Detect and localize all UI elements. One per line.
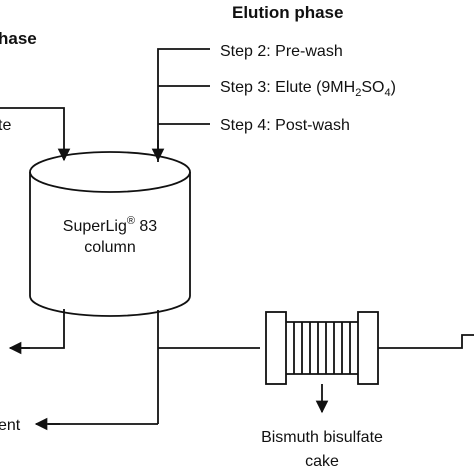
cake-label-line1: Bismuth bisulfate [261, 429, 383, 446]
cake-label-line2: cake [305, 453, 339, 470]
step2-label: Step 2: Pre-wash [220, 43, 343, 60]
column-name-label: SuperLig® 83 [63, 215, 158, 235]
step4-label: Step 4: Post-wash [220, 117, 350, 134]
raffinate-line [16, 309, 65, 349]
loading-phase-heading-partial: hase [0, 29, 37, 48]
step3-label: Step 3: Elute (9MH2SO4) [220, 79, 396, 99]
filter-press [265, 311, 379, 385]
feed-line [0, 107, 65, 140]
superlig-column [29, 151, 191, 317]
column-word-label: column [84, 239, 136, 256]
effluent-label-partial: ent [0, 417, 21, 434]
elution-inlet-line [157, 48, 210, 162]
feed-label-partial: te [0, 117, 11, 134]
filtrate-line [378, 334, 474, 349]
elution-phase-heading: Elution phase [232, 3, 343, 22]
